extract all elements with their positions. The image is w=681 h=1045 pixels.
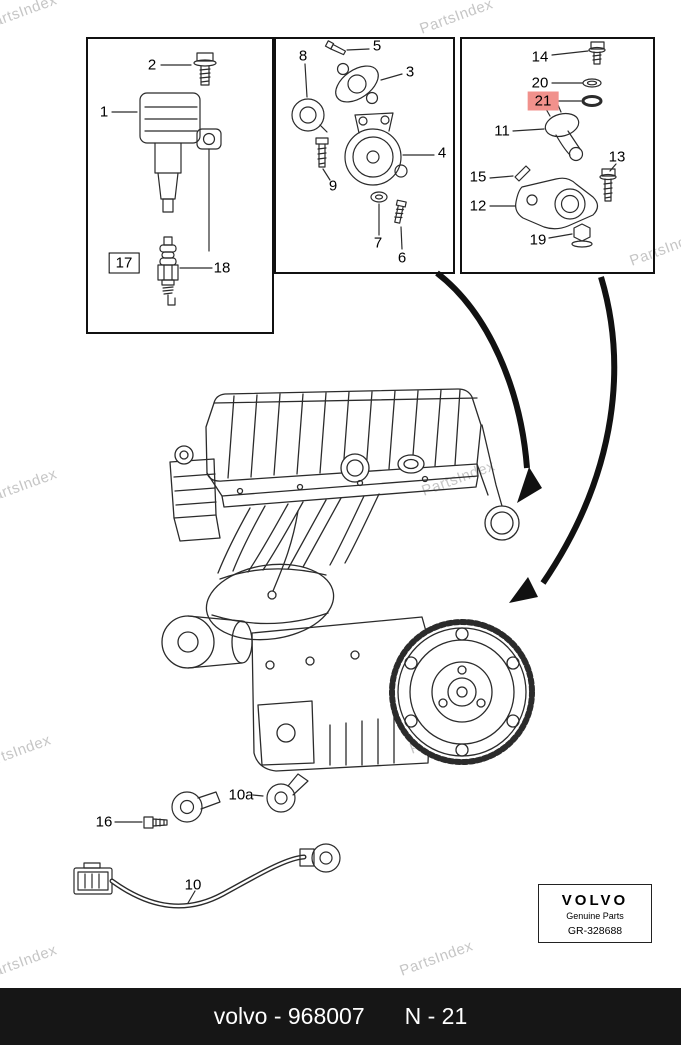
leader-line-6 xyxy=(400,226,403,250)
footer-part-number: volvo - 968007 xyxy=(213,1003,365,1029)
o-ring-21-drawing xyxy=(581,95,603,107)
leader-line-11 xyxy=(512,128,545,132)
knock-sensor-b-drawing xyxy=(299,843,341,873)
cam-sensor-box xyxy=(274,37,455,274)
callout-14[interactable]: 14 xyxy=(531,48,549,66)
crank-sensor-box xyxy=(460,37,655,274)
bracket-12-drawing xyxy=(515,177,599,230)
pin-15-drawing xyxy=(514,165,531,182)
screw-14-drawing xyxy=(588,41,606,65)
callout-18[interactable]: 18 xyxy=(213,259,231,277)
arrow-to-crank-sensor-location xyxy=(540,276,618,585)
intake-plenum xyxy=(205,563,335,641)
leader-line-5 xyxy=(346,48,370,51)
coolant-reservoir xyxy=(169,445,221,542)
leader-line-9 xyxy=(322,168,331,181)
brand-name: VOLVO xyxy=(561,892,629,909)
callout-3[interactable]: 3 xyxy=(405,63,415,81)
sensor-11-drawing xyxy=(544,104,584,162)
washer-20-drawing xyxy=(582,78,602,88)
footer-position: N - 21 xyxy=(404,1003,468,1029)
leader-line-10a xyxy=(252,794,264,797)
callout-12[interactable]: 12 xyxy=(469,197,487,215)
throttle-flange xyxy=(476,424,520,541)
callout-1[interactable]: 1 xyxy=(99,103,109,121)
bolt-2-drawing xyxy=(193,52,217,86)
alternator xyxy=(161,615,253,669)
callout-10a[interactable]: 10a xyxy=(228,786,254,804)
callout-8[interactable]: 8 xyxy=(298,47,308,65)
callout-20[interactable]: 20 xyxy=(531,74,549,92)
washer-7-drawing xyxy=(370,191,388,203)
callout-17[interactable]: 17 xyxy=(108,252,140,274)
callout-13[interactable]: 13 xyxy=(608,148,626,166)
screw-9-drawing xyxy=(315,137,329,168)
drawing-code: GR-328688 xyxy=(567,925,623,937)
housing-4-drawing xyxy=(344,112,408,186)
ignition-coil-drawing xyxy=(139,92,222,252)
valve-cover xyxy=(205,388,482,483)
knock-sensor-harness-drawing xyxy=(73,773,341,909)
harness-connector-drawing xyxy=(73,862,113,895)
knock-sensor-10a-drawing xyxy=(266,773,309,813)
leader-line-10 xyxy=(187,890,196,904)
callout-10[interactable]: 10 xyxy=(184,876,202,894)
callout-6[interactable]: 6 xyxy=(397,249,407,267)
leader-line-14 xyxy=(551,50,589,56)
sensor-3-drawing xyxy=(335,62,379,105)
footer-bar: volvo - 968007 N - 21 xyxy=(0,988,681,1045)
camshaft-sensor-drawing xyxy=(291,40,435,250)
harness-cable-drawing xyxy=(109,854,307,909)
leader-line-8 xyxy=(304,63,308,98)
watermark: PartsIndex xyxy=(0,731,54,774)
screw-6-drawing xyxy=(394,199,407,224)
seal-8-drawing xyxy=(291,98,328,133)
callout-4[interactable]: 4 xyxy=(437,144,447,162)
dipstick xyxy=(267,510,299,600)
callout-19[interactable]: 19 xyxy=(529,231,547,249)
callout-15[interactable]: 15 xyxy=(469,168,487,186)
crankshaft-sensor-drawing xyxy=(489,41,617,248)
callout-9[interactable]: 9 xyxy=(328,177,338,195)
leader-line-3 xyxy=(380,73,403,81)
brand-subtitle: Genuine Parts xyxy=(566,911,624,921)
ignition-parts-drawing xyxy=(111,52,222,306)
callout-2[interactable]: 2 xyxy=(147,56,157,74)
callout-16[interactable]: 16 xyxy=(95,813,113,831)
ignition-coil-box xyxy=(86,37,274,334)
callout-11[interactable]: 11 xyxy=(494,122,510,140)
callout-7[interactable]: 7 xyxy=(373,234,383,252)
leader-line-19 xyxy=(548,233,573,239)
screw-5-drawing xyxy=(324,40,347,56)
watermark: PartsIndex xyxy=(0,0,60,34)
spark-plug-drawing xyxy=(157,236,179,306)
engine-drawing xyxy=(161,388,535,772)
watermark: PartsIndex xyxy=(397,937,476,980)
watermark: PartsIndex xyxy=(0,465,60,508)
knock-sensor-a-drawing xyxy=(171,791,221,823)
nut-19-drawing xyxy=(571,223,593,248)
leader-line-13 xyxy=(609,163,617,172)
screw-13-drawing xyxy=(599,168,617,202)
intake-runners xyxy=(217,493,380,574)
callout-5[interactable]: 5 xyxy=(372,37,382,55)
brand-box: VOLVO Genuine Parts GR-328688 xyxy=(538,884,652,943)
callout-21-highlighted[interactable]: 21 xyxy=(527,91,559,111)
watermark: PartsIndex xyxy=(417,0,496,38)
bolt-16-drawing xyxy=(143,816,168,829)
flywheel xyxy=(389,619,535,765)
leader-line-15 xyxy=(489,175,514,179)
watermark: PartsIndex xyxy=(0,941,60,984)
